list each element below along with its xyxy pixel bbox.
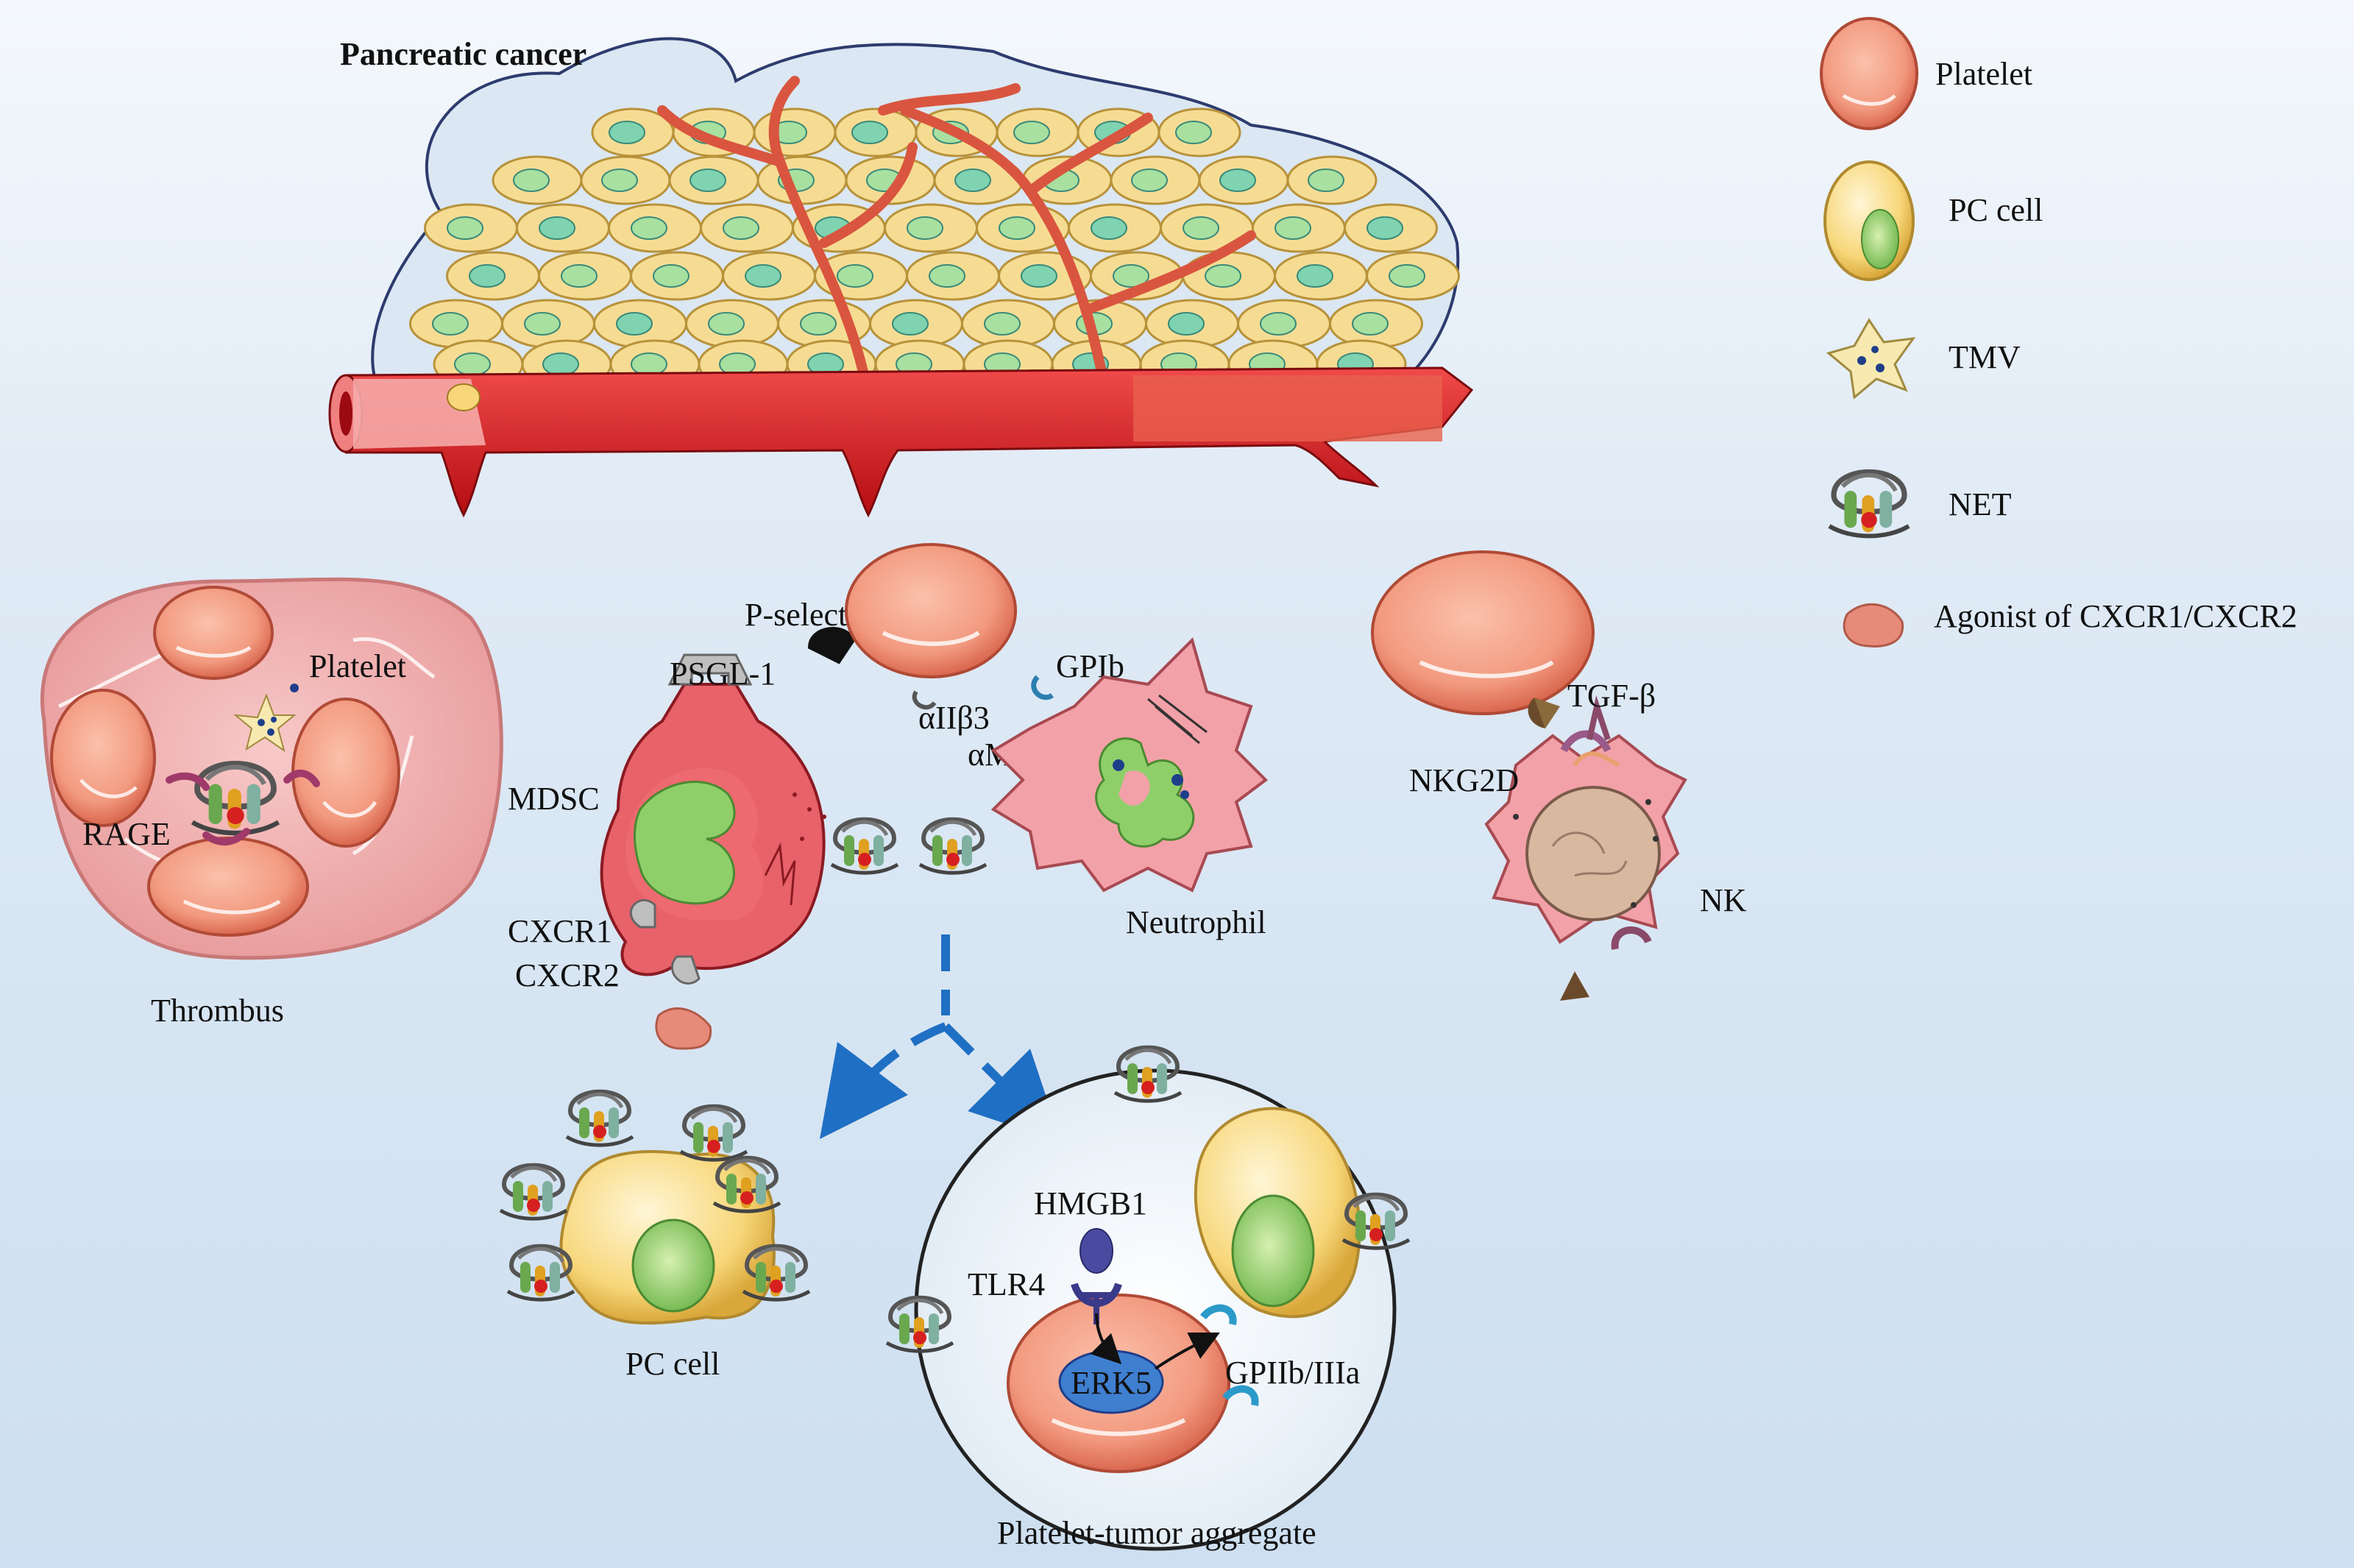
mdsc-cell: P-selectin PSGL-1 MDSC CXCR1 CXCR2 bbox=[508, 597, 873, 993]
legend-item-tmv: TMV bbox=[1826, 318, 2021, 400]
tumor-cell bbox=[492, 155, 583, 205]
tumor-cell bbox=[996, 107, 1079, 157]
net-icon bbox=[1829, 472, 1909, 536]
tumor-cell bbox=[516, 203, 610, 253]
legend-item-platelet: Platelet bbox=[1820, 17, 2032, 130]
arrow-to-pc-cell bbox=[819, 1022, 948, 1139]
thrombus: Platelet RAGE Thrombus bbox=[40, 577, 503, 1029]
thrombus-platelet-2 bbox=[50, 689, 156, 827]
cxcr2-label: CXCR2 bbox=[515, 957, 620, 993]
thrombus-label: Thrombus bbox=[151, 993, 284, 1029]
thrombus-platelet-1 bbox=[153, 586, 274, 680]
tumor-cell bbox=[1145, 299, 1239, 349]
tumor-cell bbox=[608, 203, 702, 253]
tumor-cell bbox=[1198, 155, 1289, 205]
aiib3-label: αIIβ3 bbox=[918, 700, 990, 736]
rage-label: RAGE bbox=[82, 816, 171, 852]
thrombus-platelet-3 bbox=[291, 698, 400, 848]
agonist-mdsc bbox=[655, 1007, 712, 1050]
tumor-cell bbox=[869, 299, 963, 349]
net-between-2 bbox=[920, 820, 986, 873]
tumor-cell bbox=[933, 155, 1024, 205]
tumor-cell bbox=[1237, 299, 1331, 349]
tumor-cell bbox=[1110, 155, 1201, 205]
tlr4-label: TLR4 bbox=[968, 1266, 1045, 1302]
legend-label-pc-cell: PC cell bbox=[1949, 192, 2043, 228]
tumor-cell bbox=[685, 299, 779, 349]
tumor-cell bbox=[630, 251, 724, 301]
legend-item-pc-cell: PC cell bbox=[1823, 160, 2043, 281]
pc-net-5 bbox=[508, 1246, 574, 1300]
legend-item-net: NET bbox=[1829, 472, 2012, 536]
legend: Platelet PC cell TMV NET Agonist of CXCR… bbox=[1820, 17, 2297, 648]
tumor-cell bbox=[580, 155, 671, 205]
nk-label: NK bbox=[1700, 882, 1747, 918]
tumor-cell bbox=[1182, 251, 1276, 301]
tumor-cell bbox=[668, 155, 759, 205]
tumor-cell bbox=[976, 203, 1070, 253]
nk-cell: TGF-β NKG2D NK bbox=[1409, 678, 1747, 1001]
platelet-tumor-aggregate: ERK5 HMGB1 TLR4 GPIIb/IIIa Platelet-tumo… bbox=[887, 1048, 1409, 1551]
tmv-icon bbox=[1826, 318, 1916, 400]
flow-arrows bbox=[819, 934, 1062, 1143]
tumor-cell bbox=[501, 299, 595, 349]
blood-vessel bbox=[328, 366, 1474, 518]
tumor-cell bbox=[1157, 107, 1241, 157]
agonist-icon bbox=[1843, 603, 1904, 648]
net-between-1 bbox=[832, 820, 898, 873]
erk5-label: ERK5 bbox=[1071, 1365, 1152, 1401]
tumor-cell bbox=[906, 251, 1000, 301]
tumor-cell bbox=[700, 203, 794, 253]
tumor-cell bbox=[884, 203, 978, 253]
nkg2d-label: NKG2D bbox=[1409, 762, 1519, 798]
arrow-to-aggregate bbox=[942, 1023, 1062, 1143]
tumor-cell bbox=[409, 299, 503, 349]
neutrophil-label: Neutrophil bbox=[1126, 904, 1266, 940]
platelet-nk bbox=[1371, 550, 1595, 728]
tgfb-label: TGF-β bbox=[1567, 678, 1656, 714]
psgl1-label: PSGL-1 bbox=[670, 656, 776, 692]
aggregate-label: Platelet-tumor aggregate bbox=[997, 1515, 1316, 1551]
tumor-cell bbox=[1329, 299, 1423, 349]
tumor-capillaries bbox=[657, 76, 1256, 402]
tumor-cell bbox=[538, 251, 632, 301]
legend-label-agonist: Agonist of CXCR1/CXCR2 bbox=[1934, 598, 2297, 634]
tumor-cell bbox=[1274, 251, 1368, 301]
neutrophil-cell: Neutrophil bbox=[990, 637, 1269, 940]
tumor-cell bbox=[722, 251, 816, 301]
tumor-cell bbox=[1252, 203, 1346, 253]
gpiibiiia-label: GPIIb/IIIa bbox=[1225, 1355, 1360, 1391]
thrombus-tmv bbox=[233, 693, 297, 753]
pc-cell-with-nets: PC cell bbox=[500, 1092, 809, 1382]
cxcr1-label: CXCR1 bbox=[508, 913, 612, 949]
pc-cell-caption: PC cell bbox=[625, 1346, 720, 1382]
tumor-cell bbox=[834, 107, 918, 157]
legend-label-net: NET bbox=[1949, 486, 2012, 522]
thrombus-platelet-label: Platelet bbox=[309, 648, 406, 684]
tumor-cell bbox=[1366, 251, 1460, 301]
legend-label-platelet: Platelet bbox=[1935, 56, 2032, 92]
pc-net-3 bbox=[500, 1166, 567, 1219]
thrombus-platelet-4 bbox=[147, 837, 309, 937]
tumor-cell bbox=[1090, 251, 1184, 301]
tumor-cell bbox=[593, 299, 687, 349]
tumor-mass bbox=[371, 37, 1460, 414]
pc-net-2 bbox=[681, 1107, 747, 1160]
tumor-title: Pancreatic cancer bbox=[340, 36, 586, 72]
tumor-cell bbox=[1344, 203, 1438, 253]
tumor-cell bbox=[446, 251, 540, 301]
tumor-cell bbox=[1286, 155, 1378, 205]
mdsc-label: MDSC bbox=[508, 781, 600, 817]
legend-item-agonist: Agonist of CXCR1/CXCR2 bbox=[1843, 598, 2297, 648]
platelet-icon bbox=[1820, 17, 1918, 130]
hmgb1-label: HMGB1 bbox=[1034, 1185, 1147, 1221]
tumor-cell bbox=[1068, 203, 1162, 253]
tumor-cell bbox=[424, 203, 518, 253]
legend-label-tmv: TMV bbox=[1949, 339, 2021, 375]
pc-net-1 bbox=[567, 1092, 633, 1146]
tumor-cell bbox=[753, 107, 837, 157]
